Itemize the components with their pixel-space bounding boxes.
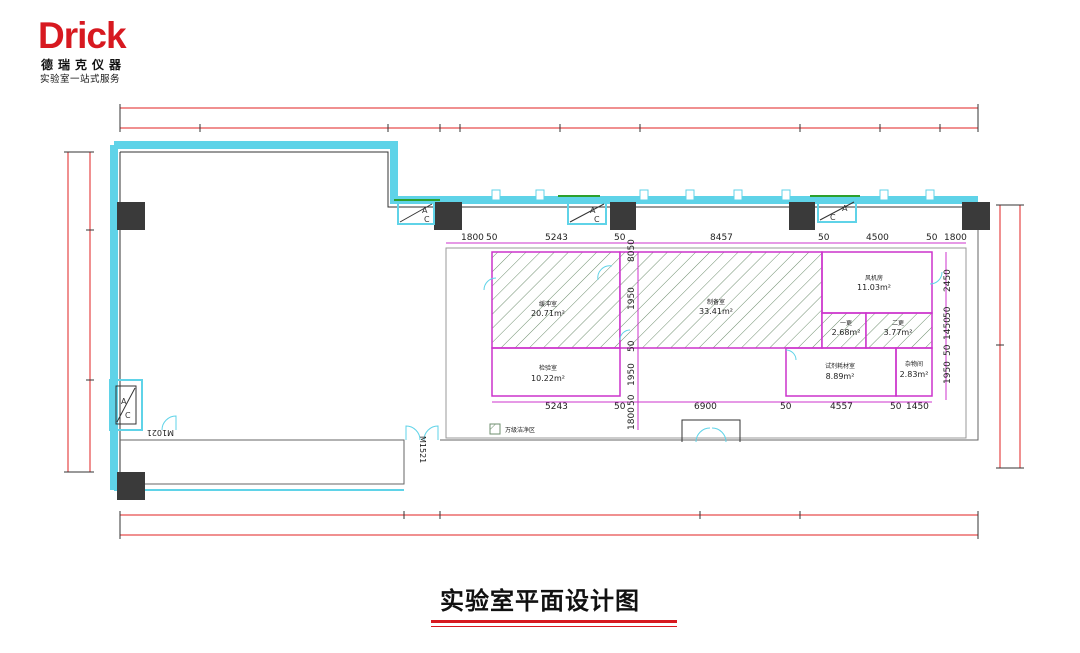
room-name: 二更 <box>892 320 904 327</box>
ac-label-a: A <box>842 204 848 213</box>
room-area: 2.68m² <box>832 328 861 337</box>
clean-zone-outline <box>445 247 967 439</box>
room-name: 制备室 <box>707 298 725 306</box>
room-name: 风机房 <box>865 274 883 282</box>
legend-swatch <box>489 423 501 435</box>
dim-vl-6: 1800 <box>627 407 637 430</box>
dim-mid-1: 5243 <box>545 402 568 412</box>
dim-vr-5: 1950 <box>943 361 953 384</box>
room-area: 3.77m² <box>884 328 913 337</box>
vertical-right-dimension-values: 2450 50 1450 50 1950 <box>943 269 953 384</box>
ac-label-a: A <box>590 206 596 215</box>
ac-unit-3: A C <box>817 199 857 223</box>
dim-vr-2: 50 <box>943 306 953 318</box>
page-caption: 实验室平面设计图 <box>440 587 640 615</box>
room-area: 20.71m² <box>531 309 565 318</box>
ac-label-a: A <box>422 206 428 215</box>
dim-mid-2: 50 <box>614 402 626 412</box>
caption-underline-thin <box>431 626 677 627</box>
door-label-m1521: M1521 <box>418 436 427 463</box>
room-area: 2.83m² <box>900 370 929 379</box>
dim-top-5: 8457 <box>710 233 733 243</box>
logo-name: 德瑞克仪器 <box>41 58 127 72</box>
dim-top-3: 5243 <box>545 233 568 243</box>
legend: 万级洁净区 <box>489 423 535 435</box>
ac-label-c: C <box>424 215 430 224</box>
ac-unit-2: A C <box>567 201 607 225</box>
floor-plan: A C A C A C A C <box>64 104 1024 539</box>
mid-dimension-values: 5243 50 6900 50 4557 50 1450 <box>545 402 929 412</box>
room-name: 杂物间 <box>905 360 923 368</box>
dim-vl-2: 1950 <box>627 287 637 310</box>
dim-vr-4: 50 <box>943 344 953 356</box>
dim-vl-1: 8050 <box>627 239 637 262</box>
dim-top-7: 4500 <box>866 233 889 243</box>
dim-vl-5: 50 <box>627 394 637 406</box>
room-outlines <box>491 251 933 397</box>
interior-dimension-lines <box>446 242 966 430</box>
ac-label-c: C <box>830 213 836 222</box>
ac-label-c: C <box>594 215 600 224</box>
dim-vl-4: 1950 <box>627 363 637 386</box>
room-name: 试剂耗材室 <box>825 362 855 370</box>
room-area: 8.89m² <box>826 372 855 381</box>
clean-room-hatch <box>491 251 933 349</box>
room-labels: 缓冲室 20.71m² 制备室 33.41m² 风机房 11.03m² 一更 2… <box>531 274 928 383</box>
room-name: 一更 <box>840 320 852 327</box>
ac-label-c: C <box>125 411 131 420</box>
dim-vl-3: 50 <box>627 340 637 352</box>
ac-label-a: A <box>121 397 127 406</box>
dim-vr-3: 1450 <box>943 317 953 340</box>
dim-mid-4: 50 <box>780 402 792 412</box>
dim-mid-5: 4557 <box>830 402 853 412</box>
room-area: 11.03m² <box>857 283 891 292</box>
ac-unit-4: A C <box>109 379 143 431</box>
door-label-m1021: M1021 <box>147 428 174 437</box>
outer-dimension-lines <box>64 104 1024 539</box>
dim-vr-1: 2450 <box>943 269 953 292</box>
logo-brand: Drick <box>38 15 127 56</box>
dim-top-4: 50 <box>614 233 626 243</box>
caption-underline <box>431 620 677 623</box>
ac-unit-1: A C <box>397 201 435 225</box>
room-area: 10.22m² <box>531 374 565 383</box>
dim-mid-3: 6900 <box>694 402 717 412</box>
room-area: 33.41m² <box>699 307 733 316</box>
legend-label: 万级洁净区 <box>505 426 535 434</box>
logo: Drick 德瑞克仪器 实验室一站式服务 <box>38 16 148 86</box>
dim-top-8: 50 <box>926 233 938 243</box>
dim-top-1: 1800 <box>461 233 484 243</box>
top-dimension-values: 1800 50 5243 50 8457 50 4500 50 1800 <box>461 233 967 243</box>
doors <box>161 265 943 443</box>
dim-mid-7: 1450 <box>906 402 929 412</box>
room-name: 缓冲室 <box>539 300 557 308</box>
vertical-left-dimension-values: 8050 1950 50 1950 50 1800 <box>627 239 637 430</box>
dim-mid-6: 50 <box>890 402 902 412</box>
logo-tagline: 实验室一站式服务 <box>40 74 121 85</box>
dim-top-9: 1800 <box>944 233 967 243</box>
window-markers <box>491 189 935 201</box>
room-name: 检验室 <box>539 364 557 372</box>
dim-top-2: 50 <box>486 233 498 243</box>
structural-columns <box>117 202 990 500</box>
dim-top-6: 50 <box>818 233 830 243</box>
